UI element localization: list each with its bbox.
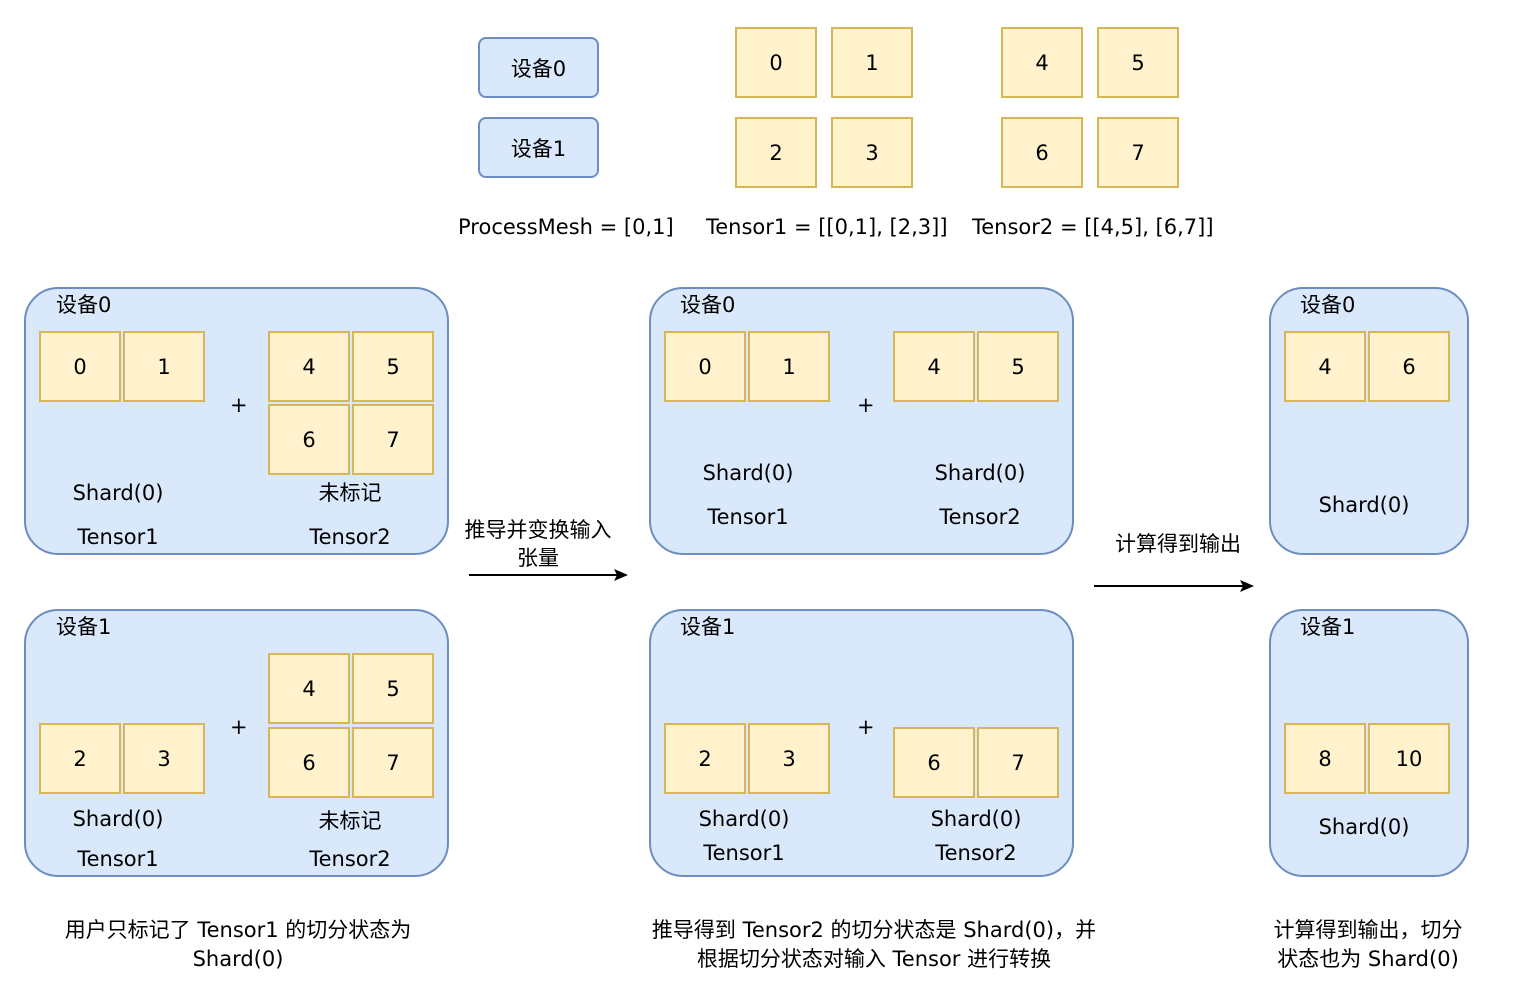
output-cell: 10	[1368, 723, 1450, 794]
stage3-device0-title: 设备0	[1300, 293, 1356, 317]
legend-tensor2-cell: 5	[1097, 27, 1179, 98]
stage2-caption-line1: 推导得到 Tensor2 的切分状态是 Shard(0)，并	[651, 918, 1097, 942]
arrow1-label-line1: 推导并变换输入	[464, 518, 612, 542]
tensor2-cell: 4	[268, 653, 350, 724]
tensor1-definition: Tensor1 = [[0,1], [2,3]]	[706, 215, 948, 239]
tensor1-cell: 0	[39, 331, 121, 402]
plus-sign: +	[230, 715, 248, 739]
tensor1-cell: 1	[748, 331, 830, 402]
tensor2-cell: 4	[893, 331, 975, 402]
tensor2-cell: 6	[268, 727, 350, 798]
arrow1-connector	[469, 569, 628, 581]
tensor2-cell: 6	[893, 727, 975, 798]
tensor1-name: Tensor1	[77, 525, 159, 549]
tensor1-shard-state: Shard(0)	[698, 807, 790, 831]
legend-device1: 设备1	[478, 117, 599, 178]
tensor2-shard-state: 未标记	[318, 809, 382, 833]
tensor1-name: Tensor1	[77, 847, 159, 871]
arrow2-label: 计算得到输出	[1115, 532, 1241, 556]
tensor2-name: Tensor2	[309, 525, 391, 549]
output-shard-state: Shard(0)	[1318, 493, 1410, 517]
legend-device0: 设备0	[478, 37, 599, 98]
legend-tensor2-cell: 4	[1001, 27, 1083, 98]
output-shard-state: Shard(0)	[1318, 815, 1410, 839]
stage2-caption: 推导得到 Tensor2 的切分状态是 Shard(0)，并 根据切分状态对输入…	[606, 916, 1142, 974]
stage2-device1-title: 设备1	[680, 615, 736, 639]
arrow2-connector	[1094, 580, 1254, 592]
legend-tensor1-cell: 1	[831, 27, 913, 98]
tensor2-name: Tensor2	[935, 841, 1017, 865]
legend-device1-label: 设备1	[510, 136, 567, 161]
arrow1-label-line2: 张量	[517, 546, 559, 570]
stage1-caption: 用户只标记了 Tensor1 的切分状态为 Shard(0)	[20, 916, 456, 974]
stage3-caption-line1: 计算得到输出，切分	[1273, 918, 1463, 942]
stage1-device1-title: 设备1	[56, 615, 112, 639]
tensor2-name: Tensor2	[939, 505, 1021, 529]
tensor1-name: Tensor1	[703, 841, 785, 865]
output-cell: 4	[1284, 331, 1366, 402]
tensor2-cell: 5	[977, 331, 1059, 402]
tensor1-cell: 2	[39, 723, 121, 794]
plus-sign: +	[857, 393, 875, 417]
stage1-device0-title: 设备0	[56, 293, 112, 317]
output-cell: 8	[1284, 723, 1366, 794]
stage1-caption-line2: Shard(0)	[192, 947, 284, 971]
stage3-device1-title: 设备1	[1300, 615, 1356, 639]
tensor2-cell: 5	[352, 653, 434, 724]
plus-sign: +	[230, 393, 248, 417]
tensor2-cell: 6	[268, 404, 350, 475]
stage2-device0-title: 设备0	[680, 293, 736, 317]
tensor1-name: Tensor1	[707, 505, 789, 529]
legend-tensor2-cell: 6	[1001, 117, 1083, 188]
tensor1-cell: 1	[123, 331, 205, 402]
stage3-caption: 计算得到输出，切分 状态也为 Shard(0)	[1240, 916, 1496, 974]
tensor2-cell: 7	[977, 727, 1059, 798]
legend-tensor1-cell: 3	[831, 117, 913, 188]
stage1-caption-line1: 用户只标记了 Tensor1 的切分状态为	[64, 918, 412, 942]
tensor2-cell: 7	[352, 404, 434, 475]
legend-tensor1-cell: 2	[735, 117, 817, 188]
tensor2-shard-state: 未标记	[318, 481, 382, 505]
process-mesh-label: ProcessMesh = [0,1]	[458, 215, 674, 239]
tensor1-shard-state: Shard(0)	[72, 481, 164, 505]
tensor2-definition: Tensor2 = [[4,5], [6,7]]	[972, 215, 1214, 239]
tensor2-cell: 7	[352, 727, 434, 798]
legend-device0-label: 设备0	[510, 56, 567, 81]
tensor1-shard-state: Shard(0)	[72, 807, 164, 831]
plus-sign: +	[857, 715, 875, 739]
legend-tensor1-cell: 0	[735, 27, 817, 98]
tensor2-shard-state: Shard(0)	[934, 461, 1026, 485]
tensor2-cell: 4	[268, 331, 350, 402]
tensor2-cell: 5	[352, 331, 434, 402]
stage3-caption-line2: 状态也为 Shard(0)	[1277, 947, 1459, 971]
tensor1-cell: 3	[123, 723, 205, 794]
tensor1-cell: 0	[664, 331, 746, 402]
tensor1-cell: 3	[748, 723, 830, 794]
tensor2-shard-state: Shard(0)	[930, 807, 1022, 831]
tensor1-shard-state: Shard(0)	[702, 461, 794, 485]
legend-tensor2-cell: 7	[1097, 117, 1179, 188]
arrow1-label: 推导并变换输入 张量	[448, 516, 628, 572]
tensor1-cell: 2	[664, 723, 746, 794]
tensor2-name: Tensor2	[309, 847, 391, 871]
stage2-caption-line2: 根据切分状态对输入 Tensor 进行转换	[696, 947, 1052, 971]
output-cell: 6	[1368, 331, 1450, 402]
